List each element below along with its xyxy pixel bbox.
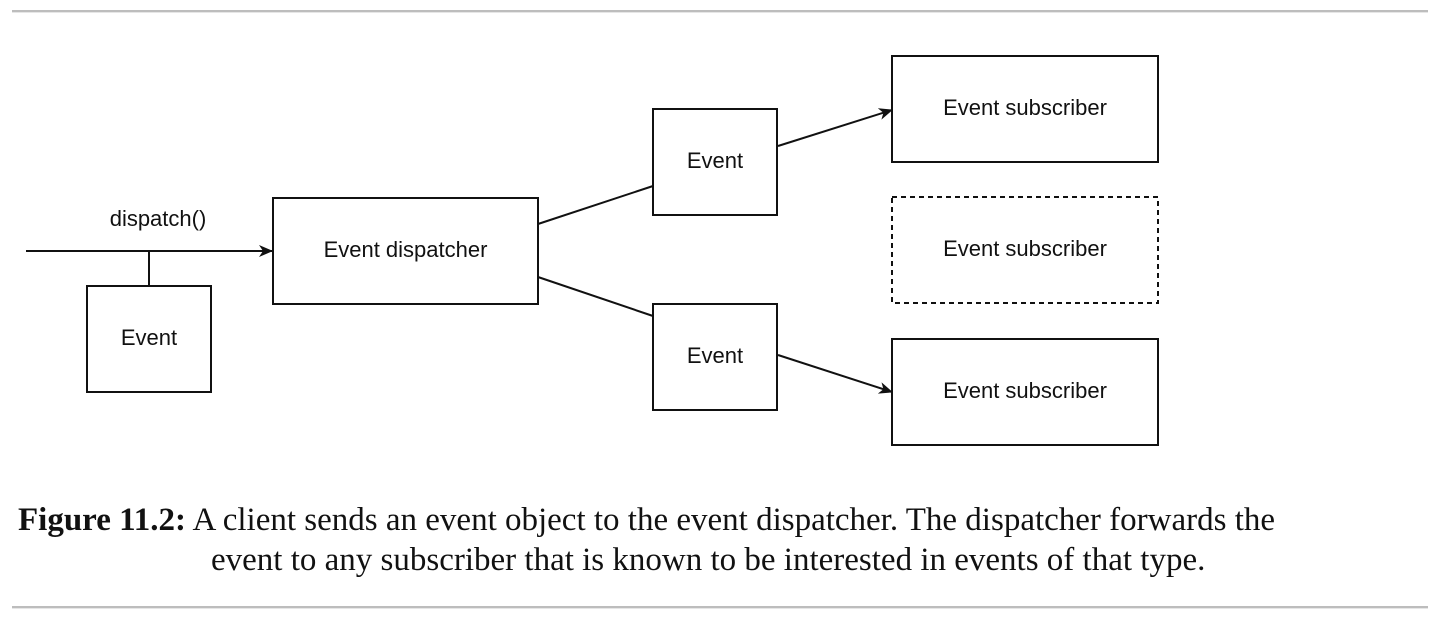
bottom-event-to-subscriber-arrow [777,354,893,394]
caption-line-2: event to any subscriber that is known to… [18,540,1438,580]
bottom-event-label: Event [687,343,743,368]
top-event-label: Event [687,148,743,173]
subscriber-middle-box: Event subscriber [891,196,1159,304]
subscriber-bottom-box: Event subscriber [891,338,1159,446]
dispatcher-to-top-event-line [537,185,654,225]
top-event-box: Event [652,108,778,216]
subscriber-top-label: Event subscriber [943,95,1107,120]
dispatcher-to-bottom-event-line [537,276,654,317]
caption-text-line-1: A client sends an event object to the ev… [192,502,1276,538]
caption-label: Figure 11.2: [18,502,187,538]
event-dispatcher-box: Event dispatcher [272,197,539,305]
subscriber-middle-label: Event subscriber [943,236,1107,261]
bottom-event-box: Event [652,303,778,411]
input-event-box: Event [86,285,212,393]
top-event-to-subscriber-arrow [777,108,893,147]
event-dispatcher-label: Event dispatcher [324,237,488,262]
event-dispatch-diagram: dispatch() Event Event dispatcher Event … [26,55,1159,446]
top-rule [12,10,1428,13]
bottom-rule [12,606,1428,609]
caption-text-line-2: event to any subscriber that is known to… [211,542,1206,578]
input-event-label: Event [121,325,177,350]
dispatch-label: dispatch() [110,206,207,231]
figure-caption: Figure 11.2: A client sends an event obj… [18,500,1438,580]
subscriber-top-box: Event subscriber [891,55,1159,163]
caption-line-1: Figure 11.2: A client sends an event obj… [18,500,1438,540]
subscriber-bottom-label: Event subscriber [943,378,1107,403]
